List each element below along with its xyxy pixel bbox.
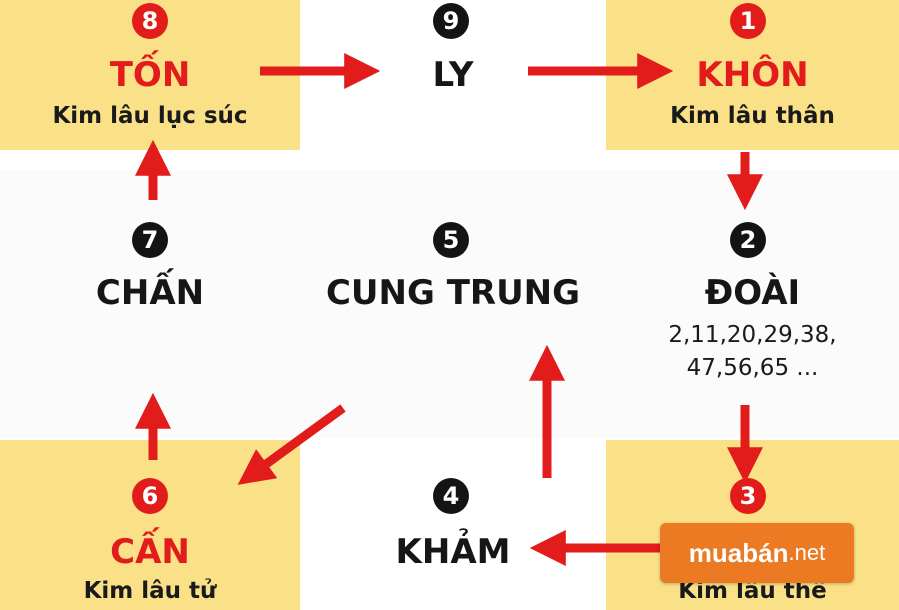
cell-title: KHÔN	[696, 55, 809, 95]
ages-line-2: 47,56,65 ...	[686, 355, 819, 381]
number-badge: 8	[132, 3, 168, 39]
cell-subtitle: Kim lâu thân	[670, 103, 835, 129]
number-badge: 5	[433, 222, 469, 258]
number-badge: 7	[132, 222, 168, 258]
arrow-cung-trung-to-can	[237, 404, 346, 485]
cell-title: CHẤN	[95, 273, 205, 313]
number-badge: 2	[730, 222, 766, 258]
cell-doai: 2 ĐOÀI 2,11,20,29,38, 47,56,65 ...	[606, 170, 899, 438]
cell-title: KHẢM	[395, 532, 511, 572]
cell-cung-trung: 5 CUNG TRUNG	[300, 170, 606, 438]
cell-kham: 4 KHẢM	[300, 440, 606, 610]
cell-title: CUNG TRUNG	[325, 273, 581, 313]
number-badge: 1	[730, 3, 766, 39]
cell-subtitle: Kim lâu tử	[83, 578, 217, 604]
number-badge: 9	[433, 3, 469, 39]
cell-title: CẤN	[110, 532, 190, 572]
cell-subtitle: Kim lâu thê	[678, 578, 827, 604]
cell-title: TỐN	[109, 55, 191, 95]
cell-subtitle: Kim lâu lục súc	[52, 103, 248, 129]
cell-ton: 8 TỐN Kim lâu lục súc	[0, 0, 300, 150]
cell-title: LY	[432, 55, 474, 95]
logo-brand: muabán	[688, 537, 789, 568]
number-badge: 3	[730, 478, 766, 514]
logo-tld: .net	[788, 540, 826, 565]
ages-line-1: 2,11,20,29,38,	[668, 322, 837, 348]
cell-title: ĐOÀI	[704, 273, 801, 313]
number-badge: 6	[132, 478, 168, 514]
muaban-logo: muabán.net	[660, 523, 854, 583]
number-badge: 4	[433, 478, 469, 514]
